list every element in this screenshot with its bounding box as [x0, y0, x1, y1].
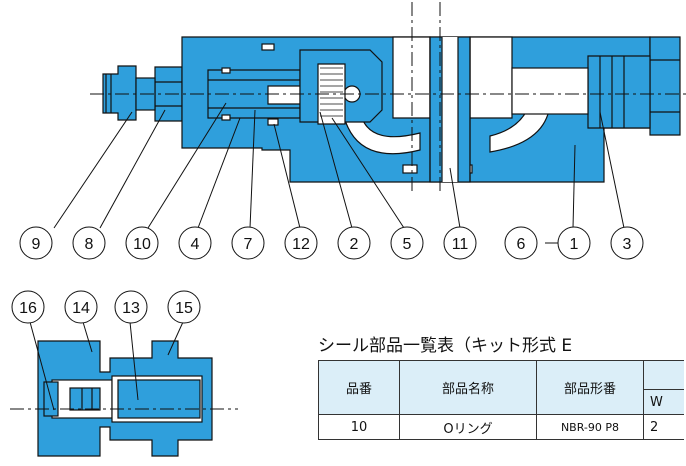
header-partial: W [643, 389, 684, 415]
callout-11: 11 [443, 226, 477, 260]
callout-15: 15 [167, 290, 201, 324]
svg-text:14: 14 [72, 300, 90, 317]
seal-table-title: シール部品一覧表（キット形式 E [318, 336, 573, 356]
svg-text:6: 6 [517, 236, 526, 253]
cell-part-model: NBR-90 P8 [536, 414, 644, 440]
svg-text:12: 12 [292, 236, 310, 253]
callout-14: 14 [64, 290, 98, 324]
callout-4: 4 [178, 226, 212, 260]
cell-part-no: 10 [318, 414, 400, 440]
callouts-detail: 16 14 13 15 [11, 290, 201, 324]
svg-text:2: 2 [350, 236, 359, 253]
svg-text:7: 7 [244, 236, 253, 253]
callout-7: 7 [231, 226, 265, 260]
header-partial-top [643, 360, 684, 390]
table-row: 10 Oリング NBR-90 P8 2 [318, 414, 684, 440]
svg-text:4: 4 [191, 236, 200, 253]
svg-text:13: 13 [122, 300, 140, 317]
svg-text:10: 10 [133, 236, 151, 253]
header-part-name: 部品名称 [399, 360, 537, 415]
callout-3: 3 [610, 226, 644, 260]
svg-text:3: 3 [623, 236, 632, 253]
detail-view-body [37, 340, 213, 457]
callout-10: 10 [125, 226, 159, 260]
seal-parts-table: 品番 部品名称 部品形番 W 10 Oリング NBR-90 P8 2 [318, 360, 684, 440]
svg-text:11: 11 [452, 236, 469, 253]
callout-16: 16 [11, 290, 45, 324]
callout-8: 8 [72, 226, 106, 260]
callout-9: 9 [19, 226, 53, 260]
callouts-main: 9 8 10 4 7 12 2 5 11 6 1 3 [19, 226, 644, 260]
leader-lines-main [53, 102, 625, 244]
callout-1: 1 [557, 226, 591, 260]
svg-text:16: 16 [19, 300, 37, 317]
cell-partial: 2 [643, 414, 684, 440]
callout-6: 6 [504, 226, 538, 260]
main-valve-body [102, 36, 681, 183]
svg-text:15: 15 [175, 300, 193, 317]
svg-text:9: 9 [32, 236, 41, 253]
header-part-model: 部品形番 [536, 360, 644, 415]
leader-lines-detail [29, 321, 184, 411]
callout-2: 2 [337, 226, 371, 260]
svg-text:5: 5 [403, 236, 412, 253]
callout-12: 12 [284, 226, 318, 260]
header-part-no: 品番 [318, 360, 400, 415]
cell-part-name: Oリング [399, 414, 537, 440]
svg-text:8: 8 [85, 236, 94, 253]
center-lines [90, 2, 686, 195]
callout-5: 5 [390, 226, 424, 260]
callout-13: 13 [114, 290, 148, 324]
svg-text:1: 1 [570, 236, 579, 253]
